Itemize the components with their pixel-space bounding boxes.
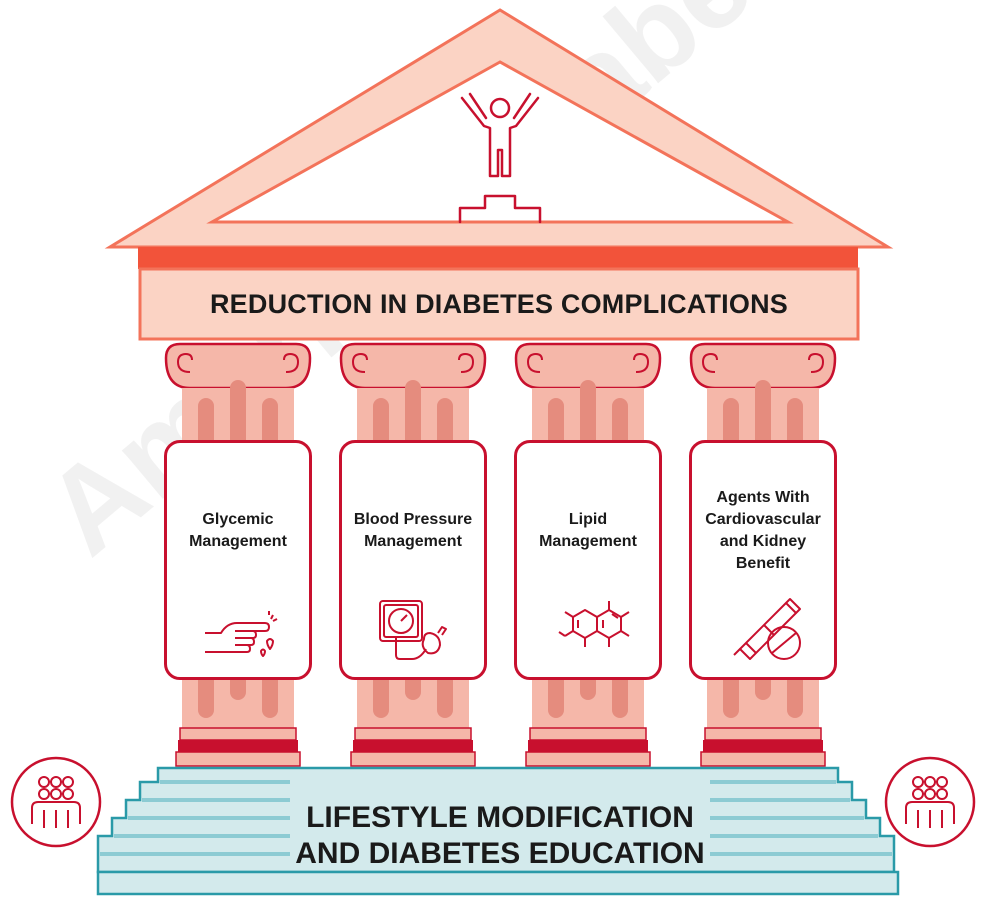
volute (283, 352, 300, 373)
volute (351, 352, 368, 373)
pillar-card-agents: Agents With Cardiovascular and Kidney Be… (689, 440, 837, 680)
pillar-base-red (528, 740, 648, 752)
pillar-base-red (353, 740, 473, 752)
insulin-pen-pill-icon (733, 598, 801, 660)
pillar-card-glycemic: Glycemic Management (164, 440, 312, 680)
volute (701, 352, 718, 373)
pillar-base-band (179, 727, 297, 741)
pillar-capital (339, 342, 487, 390)
volute (458, 352, 475, 373)
pillar-base-band (354, 727, 472, 741)
pillar-base-red (703, 740, 823, 752)
pillar-card-lipid: Lipid Management (514, 440, 662, 680)
pillar-plinth (525, 751, 651, 767)
pillar-capital (689, 342, 837, 390)
group-icon (884, 756, 976, 848)
base-steps (96, 766, 900, 896)
volute (176, 352, 193, 373)
volute (808, 352, 825, 373)
pillar-plinth (175, 751, 301, 767)
pillar-label: Lipid Management (539, 511, 637, 550)
person-on-podium-icon (458, 92, 542, 224)
pillar-base-band (529, 727, 647, 741)
base-title: LIFESTYLE MODIFICATION AND DIABETES EDUC… (295, 801, 705, 870)
pillar-card-blood-pressure: Blood Pressure Management (339, 440, 487, 680)
pillar-capital (164, 342, 312, 390)
molecule-icon (558, 601, 630, 647)
pillar-capital (514, 342, 662, 390)
finger-prick-icon (205, 611, 278, 657)
pillar-label: Glycemic Management (189, 511, 287, 550)
roof-title: REDUCTION IN DIABETES COMPLICATIONS (209, 288, 788, 319)
pillar-base-band (704, 727, 822, 741)
pillar-plinth (350, 751, 476, 767)
blood-pressure-monitor-icon (379, 600, 447, 660)
volute (526, 352, 543, 373)
pillar-base-red (178, 740, 298, 752)
roof (104, 8, 894, 341)
pillar-label: Agents With Cardiovascular and Kidney Be… (705, 489, 821, 572)
group-icon (10, 756, 102, 848)
pillar-label: Blood Pressure Management (353, 511, 473, 550)
pillar-plinth (700, 751, 826, 767)
volute (633, 352, 650, 373)
